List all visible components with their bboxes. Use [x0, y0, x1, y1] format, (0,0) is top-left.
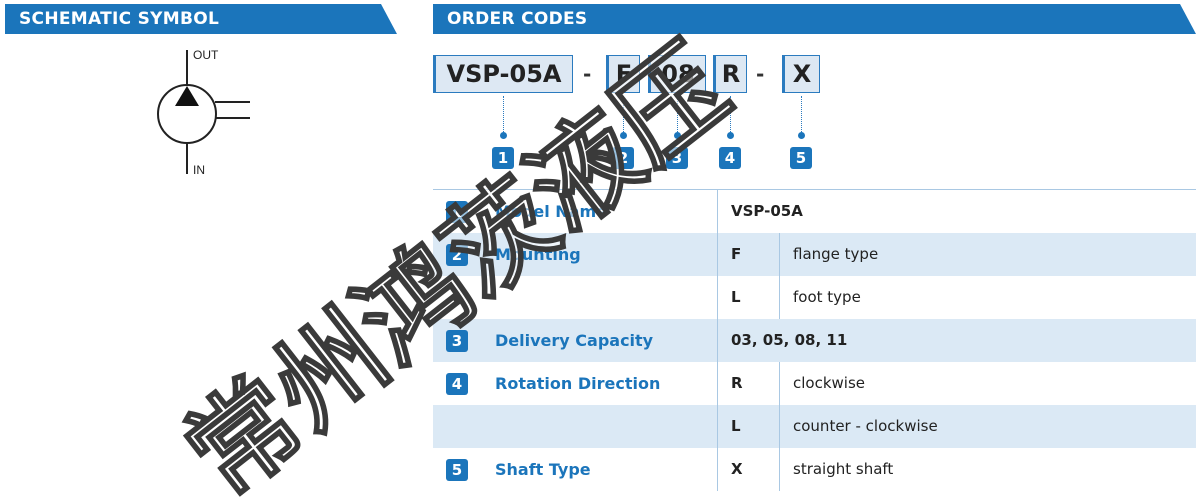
connector-dot [500, 132, 507, 139]
index-badge: 3 [666, 147, 688, 169]
out-port-label: OUT [193, 48, 219, 62]
row-label: Model Name [495, 202, 607, 221]
index-badge: 5 [790, 147, 812, 169]
column-divider [779, 233, 780, 319]
table-row-delivery-capacity: 3 Delivery Capacity 03, 05, 08, 11 [433, 319, 1196, 362]
code-box-shaft: X [782, 55, 820, 93]
connector-dot [674, 132, 681, 139]
row-code: 03, 05, 08, 11 [731, 331, 848, 349]
row-label: Shaft Type [495, 460, 591, 479]
row-code: VSP-05A [731, 202, 803, 220]
table-row-mounting: 2 Mounting F flange type [433, 233, 1196, 276]
row-label: Mounting [495, 245, 581, 264]
row-number-badge: 3 [446, 330, 468, 352]
code-box-model: VSP-05A [433, 55, 573, 93]
connector-line [677, 96, 678, 134]
row-description: counter - clockwise [793, 417, 938, 435]
row-label: Rotation Direction [495, 374, 661, 393]
row-description: flange type [793, 245, 879, 263]
row-code: L [731, 288, 741, 306]
connector-line [503, 96, 504, 134]
table-top-rule [433, 189, 1196, 190]
code-box-mounting: F [606, 55, 640, 93]
connector-dot [798, 132, 805, 139]
row-code: X [731, 460, 743, 478]
index-badge: 4 [719, 147, 741, 169]
code-box-capacity: 08 [648, 55, 706, 93]
table-row-model-name: 1 Model Name VSP-05A [433, 190, 1196, 233]
row-description: foot type [793, 288, 861, 306]
table-row-shaft-type: 5 Shaft Type X straight shaft [433, 448, 1196, 491]
row-description: clockwise [793, 374, 866, 392]
pump-direction-arrow-icon [175, 86, 199, 106]
code-separator: - [756, 62, 765, 86]
connector-line [623, 96, 624, 134]
code-separator: - [583, 62, 592, 86]
index-badge: 1 [492, 147, 514, 169]
row-description: straight shaft [793, 460, 894, 478]
row-code: L [731, 417, 741, 435]
pump-schematic-symbol: OUT IN [157, 48, 250, 177]
row-number-badge: 4 [446, 373, 468, 395]
row-label: Delivery Capacity [495, 331, 654, 350]
order-codes-header: ORDER CODES [433, 4, 1196, 34]
column-divider [779, 362, 780, 491]
connector-line [801, 96, 802, 134]
connector-line [730, 96, 731, 134]
row-code: R [731, 374, 743, 392]
row-code: F [731, 245, 742, 263]
schematic-symbol-header: SCHEMATIC SYMBOL [5, 4, 397, 34]
index-badge: 2 [612, 147, 634, 169]
table-row-mounting-alt: L foot type [433, 276, 1196, 319]
code-box-rotation: R [713, 55, 747, 93]
column-divider [717, 190, 718, 491]
row-number-badge: 2 [446, 244, 468, 266]
connector-dot [620, 132, 627, 139]
table-row-rotation-alt: L counter - clockwise [433, 405, 1196, 448]
in-port-label: IN [193, 163, 205, 177]
table-row-rotation-direction: 4 Rotation Direction R clockwise [433, 362, 1196, 405]
row-number-badge: 1 [446, 201, 468, 223]
row-number-badge: 5 [446, 459, 468, 481]
connector-dot [727, 132, 734, 139]
